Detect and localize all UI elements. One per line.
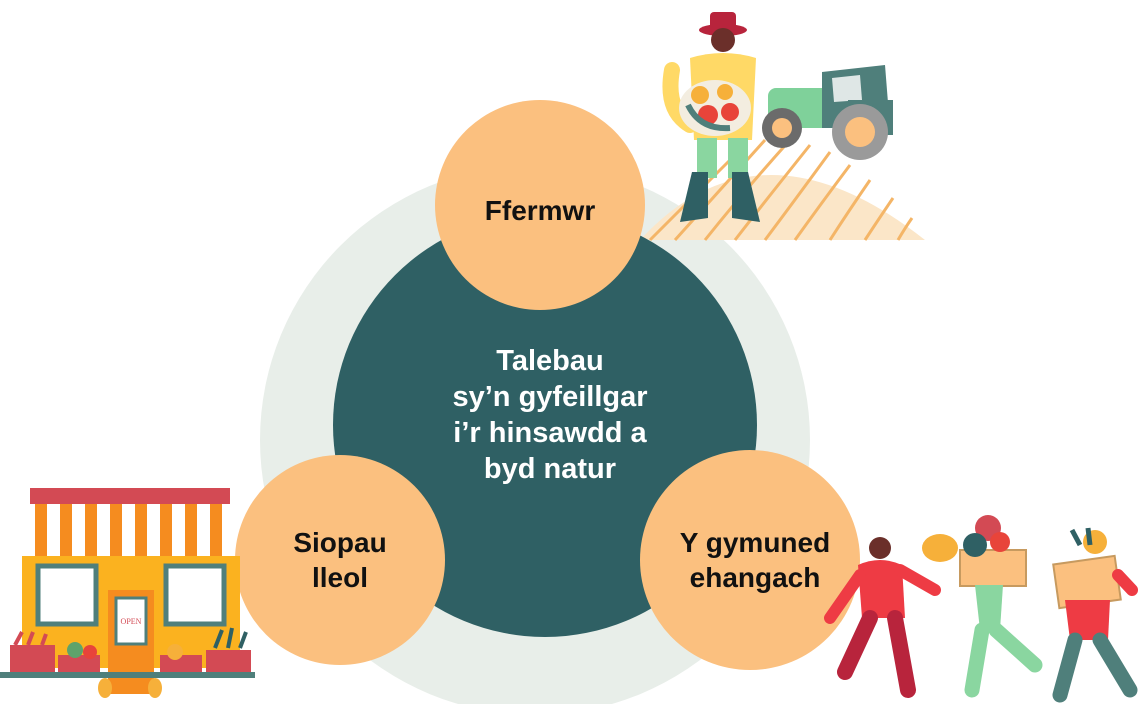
shop-open-sign: OPEN — [121, 617, 142, 626]
tractor-illustration — [762, 65, 893, 160]
farmer-illustration — [662, 12, 760, 222]
community-node-circle — [640, 450, 860, 670]
shop-illustration: OPEN — [0, 488, 255, 698]
field-hill-illustration — [640, 138, 925, 242]
shops-node-circle — [235, 455, 445, 665]
center-circle-label: Talebau sy’n gyfeillgar i’r hinsawdd a b… — [452, 344, 648, 486]
farmer-node-circle — [435, 100, 645, 310]
shops-node-label: Siopau lleol — [293, 527, 387, 593]
farmer-node-label: Ffermwr — [484, 194, 596, 226]
people-carrying-produce-illustration — [824, 515, 1138, 703]
community-node-label: Y gymuned ehangach — [679, 527, 831, 593]
